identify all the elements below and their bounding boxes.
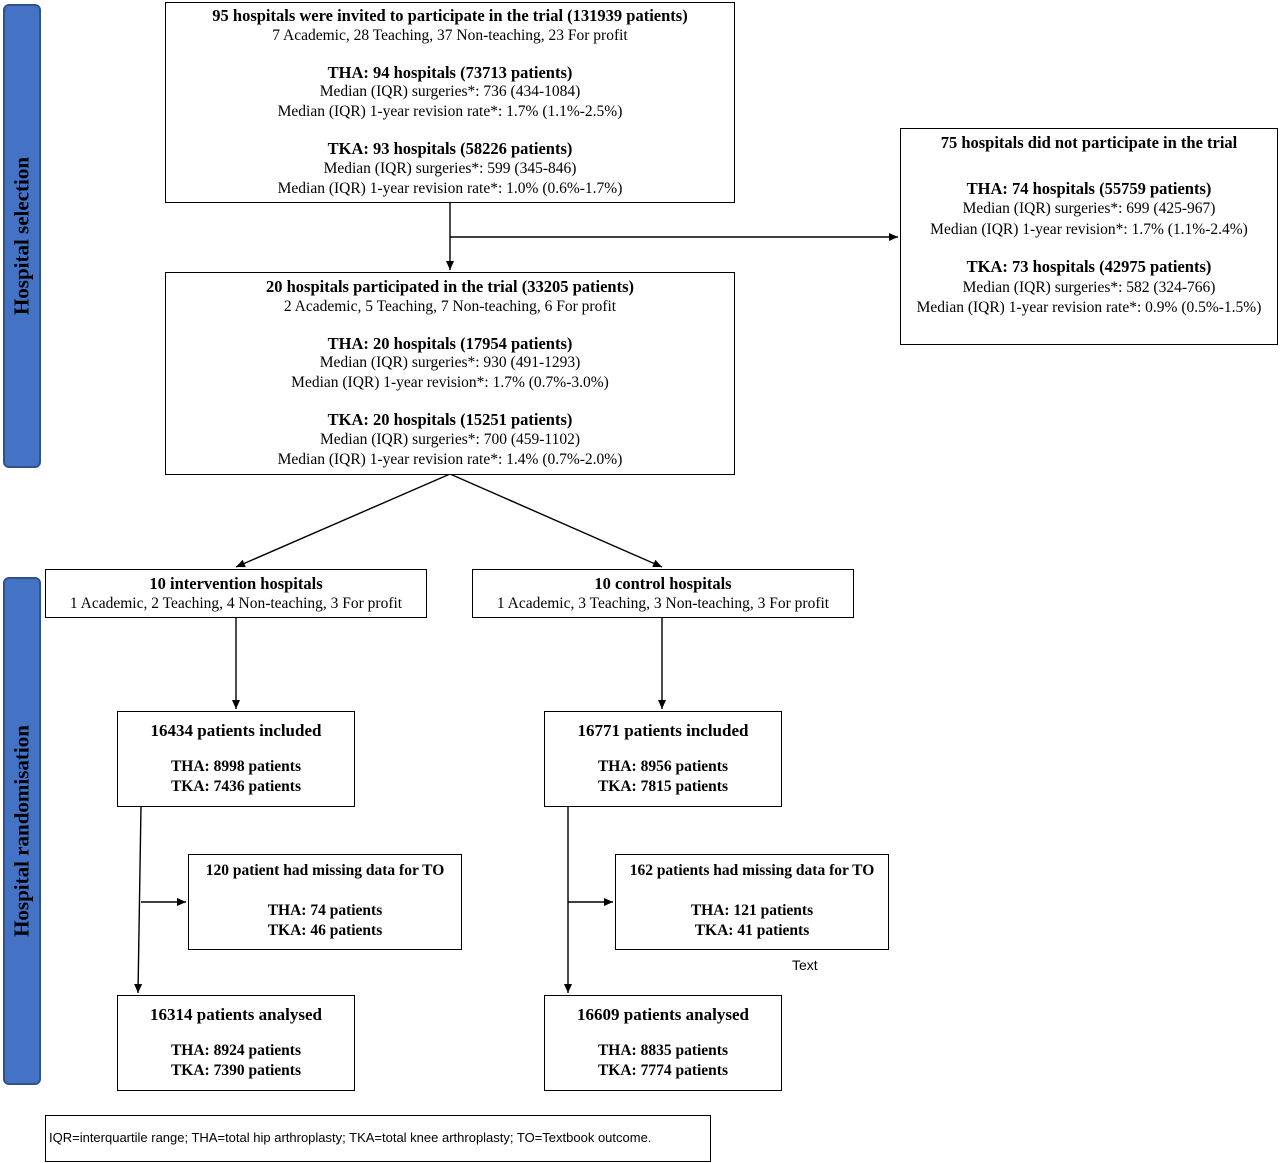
not-participated-tha-revision: Median (IQR) 1-year revision*: 1.7% (1.1… [930,220,1248,238]
participated-tka-surgeries: Median (IQR) surgeries*: 700 (459-1102) [319,430,580,448]
control-included-tha: THA: 8956 patients [597,757,729,775]
not-participated-title: 75 hospitals did not participate in the … [940,133,1238,152]
stray-text-label: Text [792,957,818,973]
intervention-title: 10 intervention hospitals [149,574,323,593]
not-participated-tka-revision: Median (IQR) 1-year revision rate*: 0.9%… [916,299,1262,316]
invited-tha-title: THA: 94 hospitals (73713 patients) [327,62,573,82]
intervention-included-tka: TKA: 7436 patients [170,777,302,795]
control-included-tka: TKA: 7815 patients [597,777,729,795]
control-analysed-tka: TKA: 7774 patients [597,1061,729,1079]
control-missing-box: 162 patients had missing data for TO THA… [615,854,889,950]
control-included-title: 16771 patients included [577,721,749,740]
participated-subtitle: 2 Academic, 5 Teaching, 7 Non-teaching, … [283,297,617,315]
intervention-included-box: 16434 patients included THA: 8998 patien… [117,711,355,807]
not-participated-box: 75 hospitals did not participate in the … [900,128,1278,345]
invited-hospitals-box: 95 hospitals were invited to participate… [165,2,735,203]
invited-tha-revision: Median (IQR) 1-year revision rate*: 1.7%… [277,103,623,121]
arrow-to-control [449,473,663,568]
hospital-randomisation-label-bar: Hospital randomisation [3,577,41,1085]
invited-tka-revision: Median (IQR) 1-year revision rate*: 1.0%… [277,179,623,197]
intervention-analysed-tha: THA: 8924 patients [170,1041,302,1059]
control-title: 10 control hospitals [594,574,732,593]
intervention-missing-tka: TKA: 46 patients [267,921,383,939]
invited-tka-surgeries: Median (IQR) surgeries*: 599 (345-846) [323,159,577,177]
invited-tka-title: TKA: 93 hospitals (58226 patients) [327,138,573,158]
intervention-analysed-tka: TKA: 7390 patients [170,1061,302,1079]
intervention-subtitle: 1 Academic, 2 Teaching, 4 Non-teaching, … [69,594,403,612]
control-hospitals-box: 10 control hospitals 1 Academic, 3 Teach… [472,569,854,618]
arrow-intervention-to-analysed [134,805,143,994]
intervention-hospitals-box: 10 intervention hospitals 1 Academic, 2 … [45,569,427,618]
intervention-included-tha: THA: 8998 patients [170,757,302,775]
participated-hospitals-box: 20 hospitals participated in the trial (… [165,272,735,475]
intervention-missing-tha: THA: 74 patients [267,901,383,919]
not-participated-tha-surgeries: Median (IQR) surgeries*: 699 (425-967) [962,200,1216,217]
intervention-included-title: 16434 patients included [150,721,322,740]
arrow-to-intervention [235,473,451,568]
participated-tha-surgeries: Median (IQR) surgeries*: 930 (491-1293) [319,354,581,372]
participated-tha-revision: Median (IQR) 1-year revision*: 1.7% (0.7… [291,374,609,392]
not-participated-tka-title: TKA: 73 hospitals (42975 patients) [966,257,1212,276]
control-missing-tka: TKA: 41 patients [694,921,810,939]
intervention-analysed-title: 16314 patients analysed [150,1005,322,1024]
participated-tha-title: THA: 20 hospitals (17954 patients) [327,333,573,353]
control-missing-title: 162 patients had missing data for TO [629,862,875,879]
invited-tha-surgeries: Median (IQR) surgeries*: 736 (434-1084) [319,83,581,101]
footnote-text: IQR=interquartile range; THA=total hip a… [49,1130,652,1145]
participated-tka-title: TKA: 20 hospitals (15251 patients) [327,409,573,429]
participated-title: 20 hospitals participated in the trial (… [265,277,635,296]
control-included-box: 16771 patients included THA: 8956 patien… [544,711,782,807]
control-missing-tha: THA: 121 patients [690,901,814,919]
not-participated-tka-surgeries: Median (IQR) surgeries*: 582 (324-766) [962,278,1216,296]
intervention-analysed-box: 16314 patients analysed THA: 8924 patien… [117,995,355,1091]
control-analysed-box: 16609 patients analysed THA: 8835 patien… [544,995,782,1091]
footnote-box: IQR=interquartile range; THA=total hip a… [45,1115,711,1162]
intervention-missing-box: 120 patient had missing data for TO THA:… [188,854,462,950]
control-subtitle: 1 Academic, 3 Teaching, 3 Non-teaching, … [496,594,830,612]
not-participated-tha-title: THA: 74 hospitals (55759 patients) [966,178,1212,198]
intervention-missing-title: 120 patient had missing data for TO [205,862,445,879]
control-analysed-tha: THA: 8835 patients [597,1041,729,1059]
hospital-selection-label-bar: Hospital selection [3,4,41,468]
participated-tka-revision: Median (IQR) 1-year revision rate*: 1.4%… [277,450,623,468]
invited-subtitle: 7 Academic, 28 Teaching, 37 Non-teaching… [272,26,628,44]
invited-title: 95 hospitals were invited to participate… [212,6,688,25]
control-analysed-title: 16609 patients analysed [577,1005,749,1024]
